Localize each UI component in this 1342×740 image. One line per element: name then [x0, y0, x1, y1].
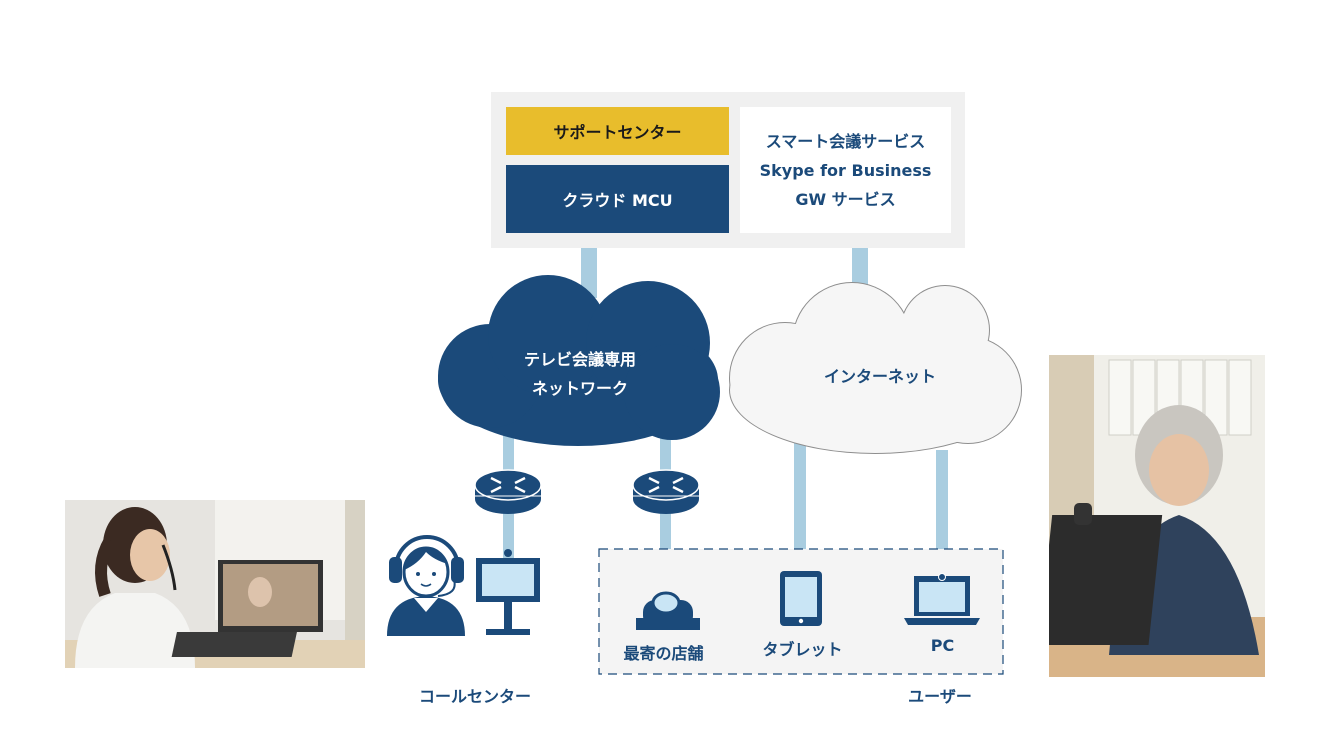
internet-cloud-label: インターネット — [823, 367, 936, 386]
line-tv-cloud-router-left — [503, 420, 514, 472]
line-tv-cloud-router-right — [660, 420, 671, 472]
laptop-icon — [904, 573, 980, 625]
call-center-photo — [65, 500, 365, 668]
tablet-icon — [780, 571, 822, 626]
call-center-label: コールセンター — [418, 687, 531, 706]
tv-network-cloud-label: テレビ会議専用 ネットワーク — [490, 345, 670, 403]
line-services-to-internet — [852, 248, 868, 292]
cloud-mcu-box: クラウド MCU — [506, 165, 729, 233]
tv-network-label-line1: テレビ会議専用 — [523, 350, 636, 369]
tv-network-cloud — [438, 275, 720, 446]
tv-network-label-line2: ネットワーク — [531, 379, 628, 398]
operator-icon — [387, 535, 465, 636]
line-mcu-to-tv-cloud — [581, 248, 597, 298]
user-photo — [1049, 355, 1265, 677]
line-internet-to-pc — [936, 450, 948, 575]
tablet-label: タブレット — [762, 640, 843, 659]
support-center-label: サポートセンター — [553, 123, 682, 142]
cloud-mcu-label: クラウド MCU — [562, 191, 673, 210]
router-icon — [632, 469, 700, 514]
internet-cloud — [729, 282, 1022, 454]
store-label: 最寄の店舗 — [623, 644, 704, 663]
line-internet-to-tablet — [794, 428, 806, 572]
service-gw: GW サービス — [795, 189, 896, 209]
service-smart-meeting: スマート会議サービス — [765, 131, 926, 151]
router-icon — [474, 469, 542, 514]
service-skype: Skype for Business — [759, 160, 932, 180]
support-center-box: サポートセンター — [506, 107, 729, 155]
services-box: スマート会議サービス Skype for Business GW サービス — [740, 107, 951, 233]
line-router-left-to-codec — [503, 512, 514, 558]
store-terminal-icon — [636, 591, 700, 630]
pc-label: PC — [930, 636, 955, 655]
video-codec-icon — [476, 549, 540, 635]
users-label: ユーザー — [908, 687, 972, 706]
